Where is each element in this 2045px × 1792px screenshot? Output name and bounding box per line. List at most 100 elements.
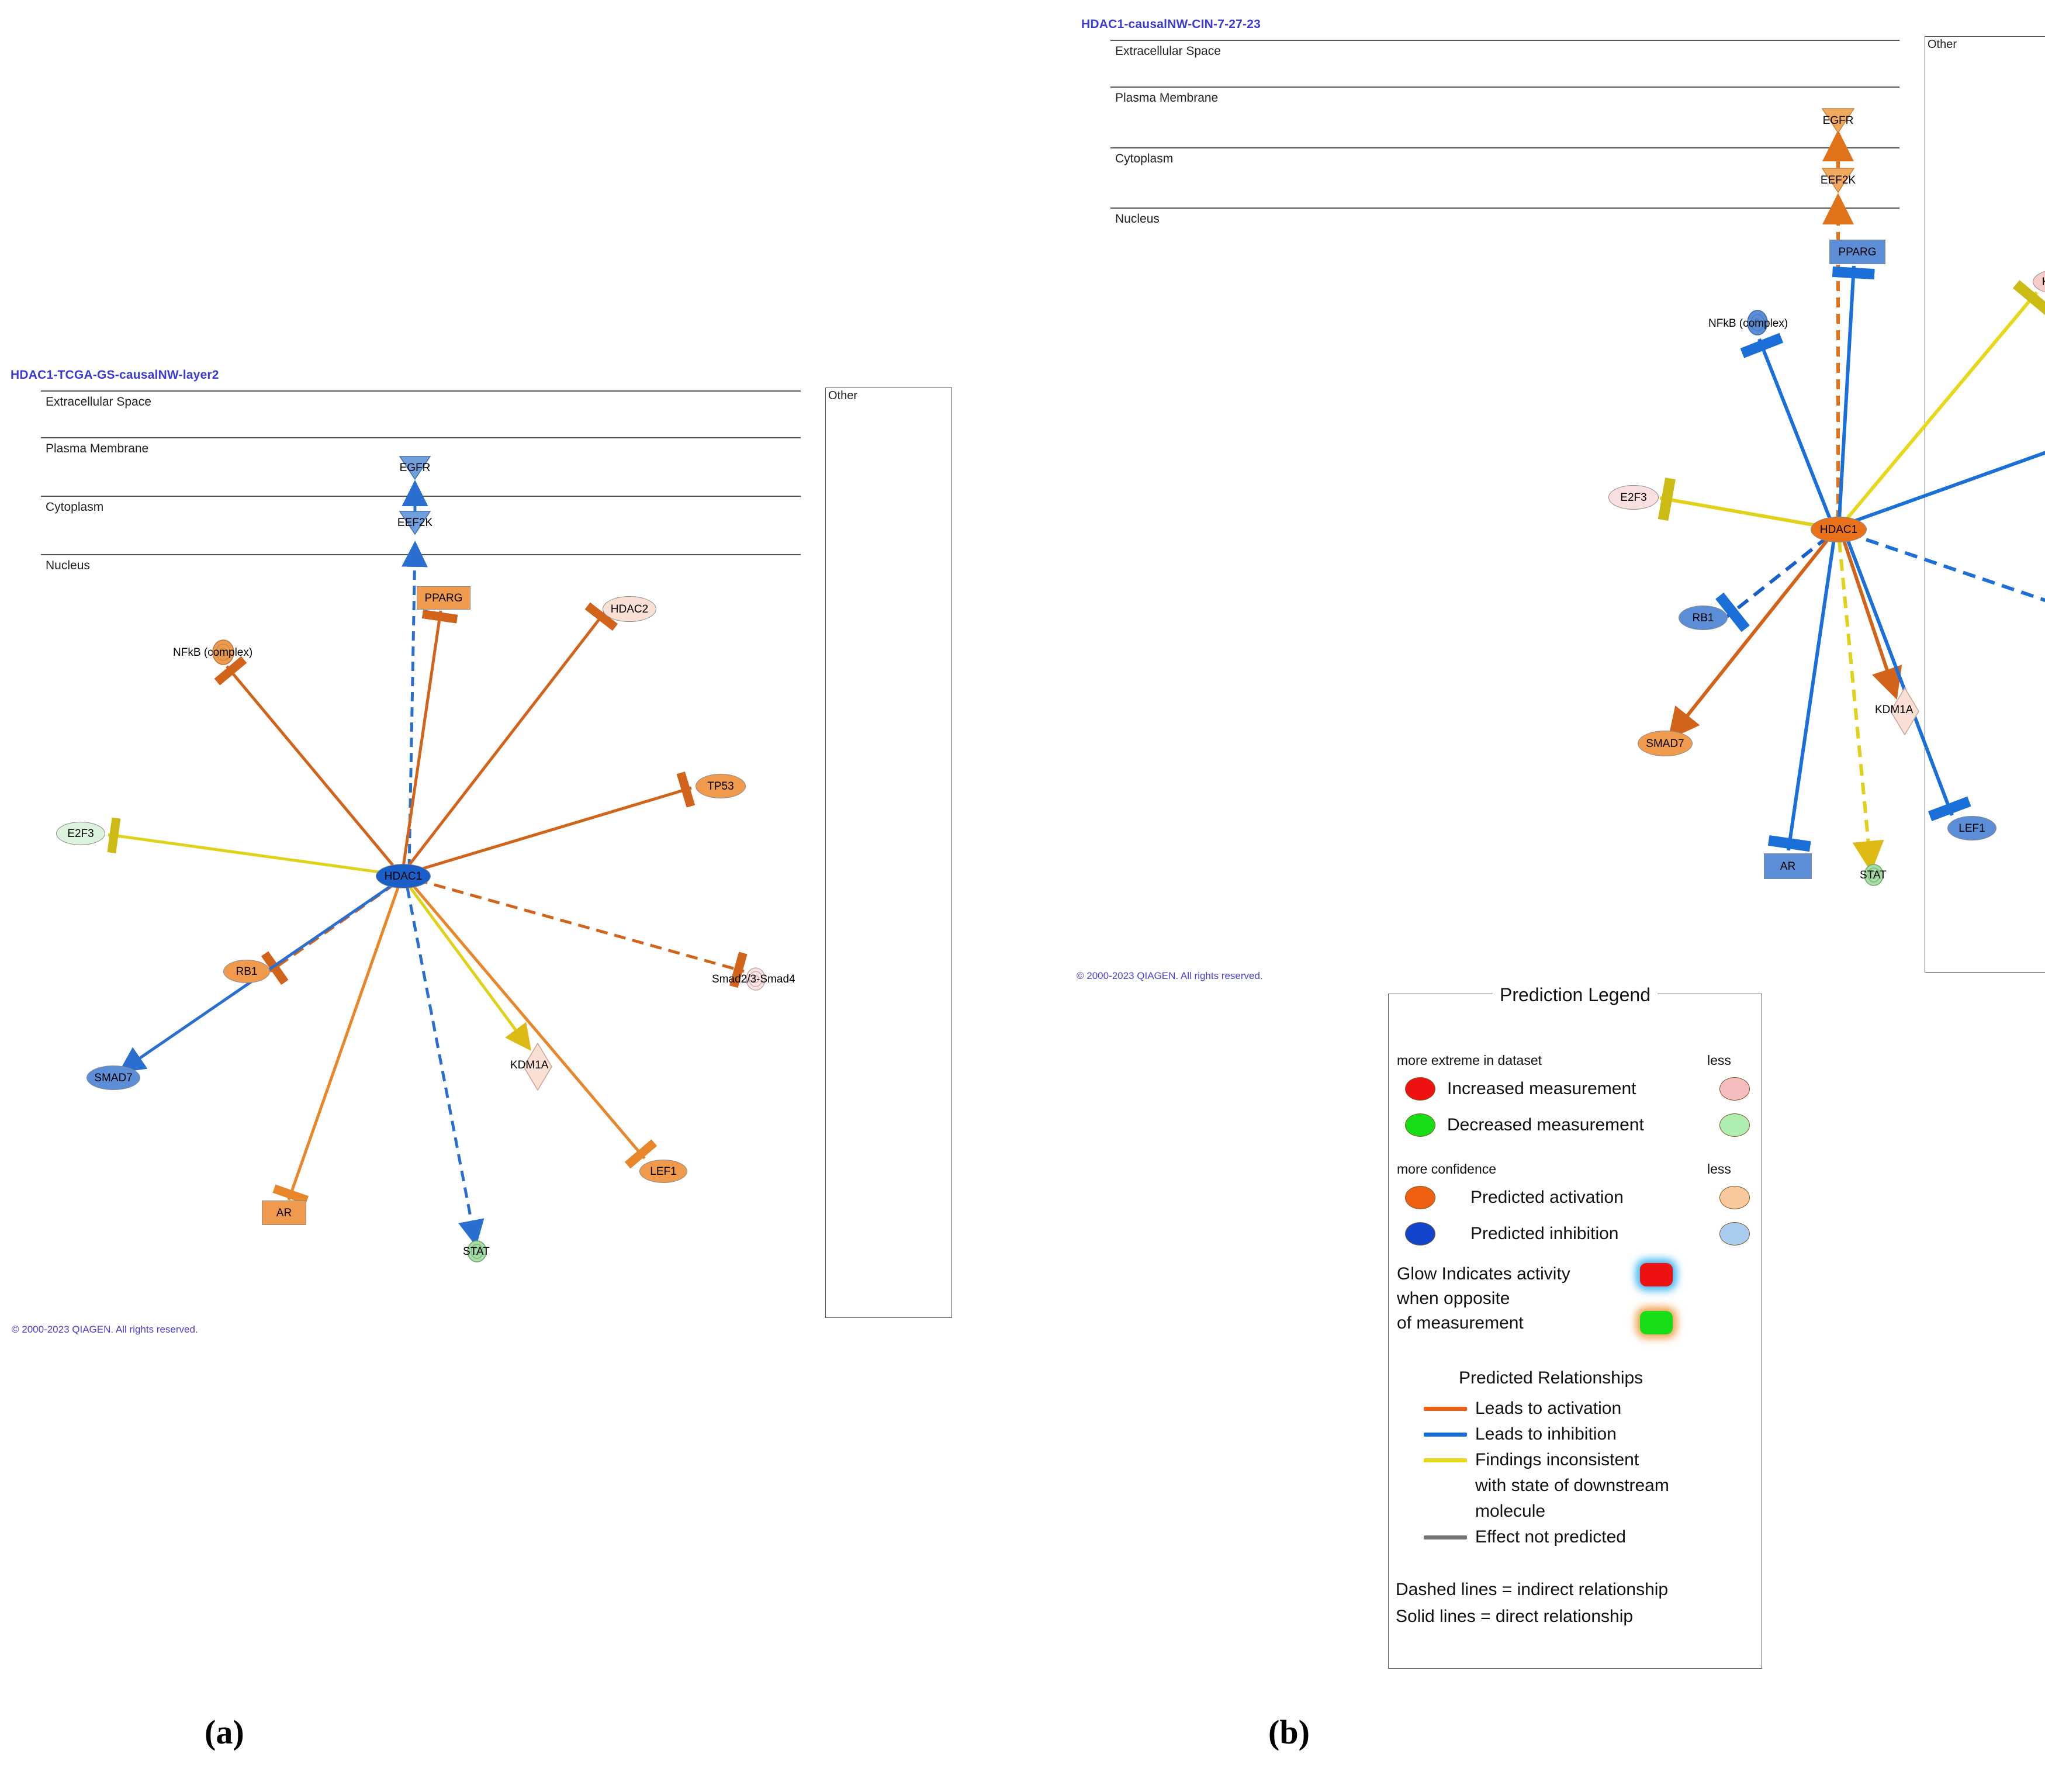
node-label: SMAD7 (94, 1071, 133, 1084)
legend-glow-line-3: of measurement (1397, 1313, 1524, 1333)
edge-hdac1-hdac2 (1844, 280, 2045, 521)
node-hdac1[interactable]: HDAC1 (1811, 517, 1867, 542)
node-eef2k[interactable]: EEF2K (397, 510, 432, 535)
edge-hdac1-nfkb (1740, 333, 1832, 521)
concentric-circle-icon (1747, 310, 1768, 335)
other-box-a: Other (825, 388, 952, 1318)
edge-hdac1-pparg (1832, 265, 1875, 520)
node-label-nfkb-complex: NFkB (complex) (173, 646, 253, 659)
network-edges-a (107, 480, 748, 1247)
legend-row-increased-measurement: Increased measurement (1405, 1077, 1750, 1101)
legend-weak-swatch (1719, 1222, 1750, 1246)
node-hdac2[interactable]: HDAC2 (603, 596, 656, 622)
compartment-divider-extracellular (41, 390, 801, 392)
edge-hdac1-lef1 (1845, 537, 1971, 821)
edge-hdac1-hdac2 (408, 602, 618, 866)
node-kdm1a[interactable] (523, 1042, 553, 1091)
edge-hdac1-tp53 (1846, 451, 2045, 525)
legend-relationship-label: Leads to inhibition (1475, 1424, 1617, 1444)
node-e2f3[interactable]: E2F3 (56, 822, 105, 845)
node-ar[interactable]: AR (262, 1201, 306, 1225)
node-pparg[interactable]: PPARG (1829, 240, 1885, 264)
network-edges-b (1658, 130, 2045, 873)
node-egfr[interactable]: EGFR (399, 455, 431, 480)
node-label: E2F3 (1620, 491, 1647, 504)
legend-strong-swatch (1405, 1186, 1435, 1209)
edge-hdac1-ar (272, 885, 400, 1205)
legend-footnote-dashed: Dashed lines = indirect relationship (1396, 1580, 1669, 1599)
node-label: SMAD7 (1646, 737, 1684, 750)
node-label: RB1 (1692, 611, 1714, 624)
legend-glow-swatch-green (1640, 1311, 1673, 1334)
edge-hdac1-e2f3 (1658, 478, 1821, 528)
node-label: LEF1 (1959, 822, 1985, 835)
compartment-label-plasma-membrane: Plasma Membrane (1115, 91, 1219, 105)
node-label-stat: STAT (1860, 869, 1887, 881)
edge-hdac1-pparg (402, 610, 458, 867)
node-pparg[interactable]: PPARG (417, 586, 470, 610)
figure-label-a: (a) (205, 1713, 244, 1751)
compartment-label-cytoplasm: Cytoplasm (1115, 152, 1174, 165)
node-nfkb-complex[interactable] (212, 639, 235, 665)
node-ar[interactable]: AR (1764, 853, 1812, 879)
edge-hdac1-e2f3 (107, 817, 384, 874)
legend-strong-swatch (1405, 1113, 1435, 1137)
edge-hdac1-ar (1767, 538, 1836, 852)
node-label: PPARG (424, 591, 463, 604)
compartment-divider-extracellular (1110, 40, 1899, 41)
node-tp53[interactable]: TP53 (695, 774, 746, 798)
node-label-smad23-smad4: Smad2/3-Smad4 (712, 973, 795, 985)
node-label: EGFR (399, 461, 431, 474)
copyright-b: © 2000-2023 QIAGEN. All rights reserved. (1077, 970, 1263, 981)
node-stat[interactable] (466, 1240, 487, 1262)
node-hdac1[interactable]: HDAC1 (376, 864, 431, 888)
node-label: EGFR (1822, 114, 1854, 127)
inverted-triangle-icon (399, 456, 431, 480)
node-stat[interactable] (1863, 864, 1884, 886)
node-smad7[interactable]: SMAD7 (86, 1065, 140, 1090)
edge-hdac1-smad7 (1667, 537, 1831, 741)
node-smad23-smad4[interactable] (745, 967, 766, 991)
concentric-circle-icon (746, 967, 766, 991)
node-egfr[interactable]: EGFR (1821, 107, 1855, 134)
panel-b: HDAC1-causalNW-CIN-7-27-23 Extracellular… (1064, 0, 2045, 1403)
legend-weak-swatch (1719, 1077, 1750, 1101)
node-label: TP53 (707, 780, 734, 793)
node-eef2k[interactable]: EEF2K (1820, 167, 1856, 193)
node-label: EEF2K (1820, 174, 1856, 186)
legend-row-label: Predicted activation (1470, 1188, 1624, 1207)
legend-row-predicted-inhibition: Predicted inhibition (1405, 1222, 1750, 1246)
inverted-triangle-icon (1821, 168, 1855, 193)
panel-a-title: HDAC1-TCGA-GS-causalNW-layer2 (11, 368, 219, 382)
legend-confidence-more-label: more confidence (1397, 1161, 1497, 1177)
node-rb1[interactable]: RB1 (1679, 606, 1728, 630)
legend-line-swatch (1424, 1406, 1467, 1411)
node-label: AR (1780, 860, 1796, 873)
edge-hdac1-stat (406, 887, 485, 1247)
compartment-divider-plasma-membrane (41, 437, 801, 438)
compartment-label-cytoplasm: Cytoplasm (46, 500, 104, 514)
node-smad7[interactable]: SMAD7 (1638, 731, 1693, 756)
legend-relationship-activation: Leads to activation (1424, 1399, 1621, 1419)
legend-row-decreased-measurement: Decreased measurement (1405, 1113, 1750, 1137)
node-label: HDAC2 (2042, 276, 2045, 288)
node-label: PPARG (1838, 245, 1877, 258)
other-box-label: Other (828, 389, 858, 402)
node-rb1[interactable]: RB1 (223, 960, 270, 983)
panel-a: HDAC1-TCGA-GS-causalNW-layer2 Extracellu… (0, 0, 994, 1403)
legend-weak-swatch (1719, 1113, 1750, 1137)
legend-relationship-inconsistent: Findings inconsistent (1424, 1450, 1639, 1470)
legend-row-predicted-activation: Predicted activation (1405, 1186, 1750, 1209)
compartment-divider-plasma-membrane (1110, 87, 1899, 88)
node-nfkb-complex[interactable] (1746, 310, 1769, 335)
node-kdm1a[interactable] (1890, 687, 1920, 736)
node-lef1[interactable]: LEF1 (1947, 816, 1996, 840)
node-label: LEF1 (650, 1165, 677, 1178)
edge-hdac1-smad23-smad4 (416, 878, 748, 988)
node-lef1[interactable]: LEF1 (639, 1160, 687, 1183)
node-e2f3[interactable]: E2F3 (1608, 485, 1659, 510)
legend-glow-line-1: Glow Indicates activity (1397, 1264, 1570, 1284)
compartment-label-extracellular: Extracellular Space (46, 395, 151, 409)
node-label: RB1 (236, 965, 258, 978)
edge-hdac1-stat (1838, 540, 1884, 873)
